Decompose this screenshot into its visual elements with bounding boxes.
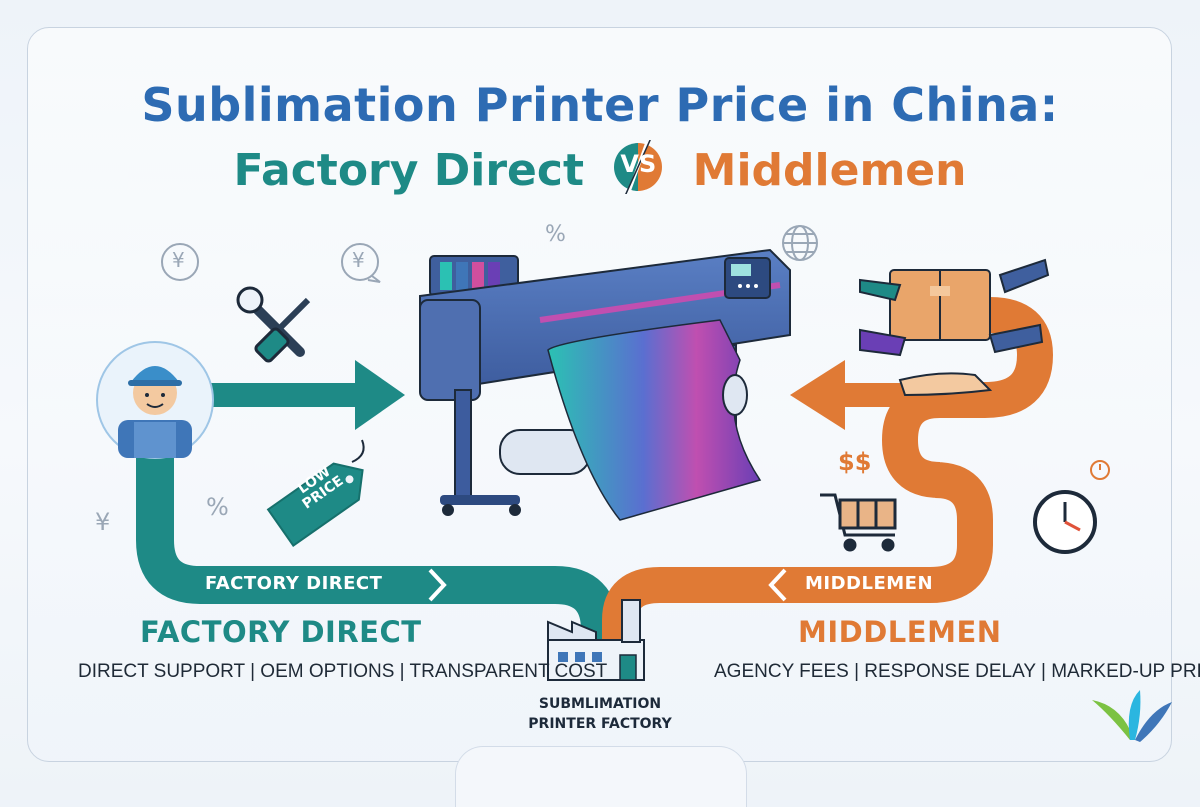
printer-icon (419, 248, 791, 521)
percent-icon: % (545, 222, 566, 247)
factory-caption-line1: SUBMLIMATION (538, 696, 662, 712)
yen-symbol: ¥ (352, 248, 365, 272)
middlemen-path-label: MIDDLEMEN (805, 573, 934, 594)
subtitle-factory-direct: Factory Direct (233, 145, 585, 196)
middlemen-heading: MIDDLEMEN (798, 615, 1002, 649)
page-title: Sublimation Printer Price in China: (141, 78, 1059, 132)
markup-price-mark: $$ (838, 448, 872, 476)
factory-caption-line2: PRINTER FACTORY (528, 716, 672, 732)
handshake-box-icon (859, 258, 1050, 397)
clock-icon (1033, 460, 1110, 554)
factory-caption: SUBMLIMATION PRINTER FACTORY (500, 694, 700, 734)
wrench-screwdriver-icon (236, 286, 311, 363)
middlemen-features: AGENCY FEES | RESPONSE DELAY | MARKED-UP… (714, 661, 1200, 682)
factory-direct-path (136, 360, 619, 650)
factory-direct-heading: FACTORY DIRECT (140, 615, 422, 649)
globe-icon (782, 225, 818, 261)
factory-direct-path-label: FACTORY DIRECT (205, 573, 383, 594)
shopping-cart-icon (820, 493, 897, 552)
factory-icon (547, 599, 645, 681)
percent-icon: % (206, 493, 229, 521)
bottom-tab (455, 746, 747, 807)
yen-symbol: ¥ (172, 248, 185, 272)
yen-coin-icon (161, 243, 381, 283)
subtitle-middlemen: Middlemen (692, 145, 967, 196)
factory-direct-features: DIRECT SUPPORT | OEM OPTIONS | TRANSPARE… (78, 661, 608, 682)
vs-text: VS (620, 150, 657, 178)
engineer-avatar-icon (96, 341, 214, 459)
page-subtitle: Factory Direct VS Middlemen (0, 140, 1200, 200)
brand-logo-icon (1092, 690, 1172, 742)
vs-badge: VS (611, 140, 665, 194)
low-price-tag-icon (266, 439, 365, 547)
yen-symbol: ¥ (95, 508, 111, 536)
